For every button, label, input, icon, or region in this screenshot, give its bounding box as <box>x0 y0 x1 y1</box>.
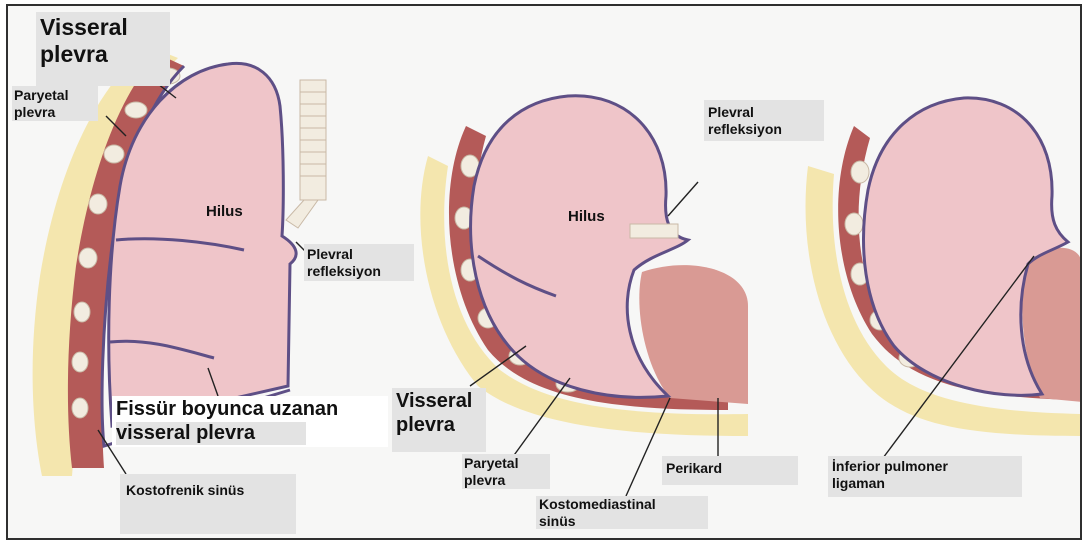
label-plevral-refleksiyon-mid: Plevral refleksiyon <box>704 100 824 141</box>
label-line: İnferior pulmoner <box>832 458 1018 475</box>
label-line: Paryetal <box>14 87 96 104</box>
label-line: Paryetal <box>464 455 548 472</box>
label-line: refleksiyon <box>708 121 820 138</box>
label-line: Visseral <box>40 14 166 41</box>
label-line: plevra <box>14 104 96 121</box>
leader-plevral-refleksiyon-mid <box>668 182 698 216</box>
label-plevral-refleksiyon-left: Plevral refleksiyon <box>304 244 414 281</box>
panel-3-diagram <box>806 98 1083 436</box>
label-line: plevra <box>464 472 548 489</box>
label-line: Kostomediastinal <box>539 496 705 513</box>
label-line: plevra <box>396 414 482 438</box>
label-kostomediastinal-sinus: Kostomediastinal sinüs <box>536 496 708 529</box>
label-line: plevra <box>40 41 166 68</box>
panel-2-hilus-vessel <box>630 224 678 238</box>
label-hilus-mid: Hilus <box>568 208 605 226</box>
label-paryetal-plevra-left: Paryetal plevra <box>12 86 98 121</box>
label-line: Fissür boyunca uzanan <box>116 398 384 422</box>
label-visseral-plevra-mid: Visseral plevra <box>392 388 486 452</box>
label-line: sinüs <box>539 513 705 530</box>
label-inferior-pulmoner-ligaman: İnferior pulmoner ligaman <box>828 456 1022 497</box>
panel-1-trachea <box>286 80 326 228</box>
label-visseral-plevra-top: Visseral plevra <box>36 12 170 86</box>
label-line: ligaman <box>832 475 1018 492</box>
label-hilus-left: Hilus <box>206 203 243 221</box>
label-line: visseral plevra <box>116 422 306 446</box>
label-fissur-visseral-plevra: Fissür boyunca uzanan visseral plevra <box>112 396 388 447</box>
label-line: Visseral <box>396 390 482 414</box>
label-line: Plevral <box>708 104 820 121</box>
label-kostofrenik-sinus: Kostofrenik sinüs <box>120 474 296 534</box>
label-line: Plevral <box>307 246 411 263</box>
label-perikard: Perikard <box>662 456 798 485</box>
label-paryetal-plevra-mid: Paryetal plevra <box>462 454 550 489</box>
label-line: refleksiyon <box>307 263 411 280</box>
panel-2-diagram <box>420 96 748 436</box>
